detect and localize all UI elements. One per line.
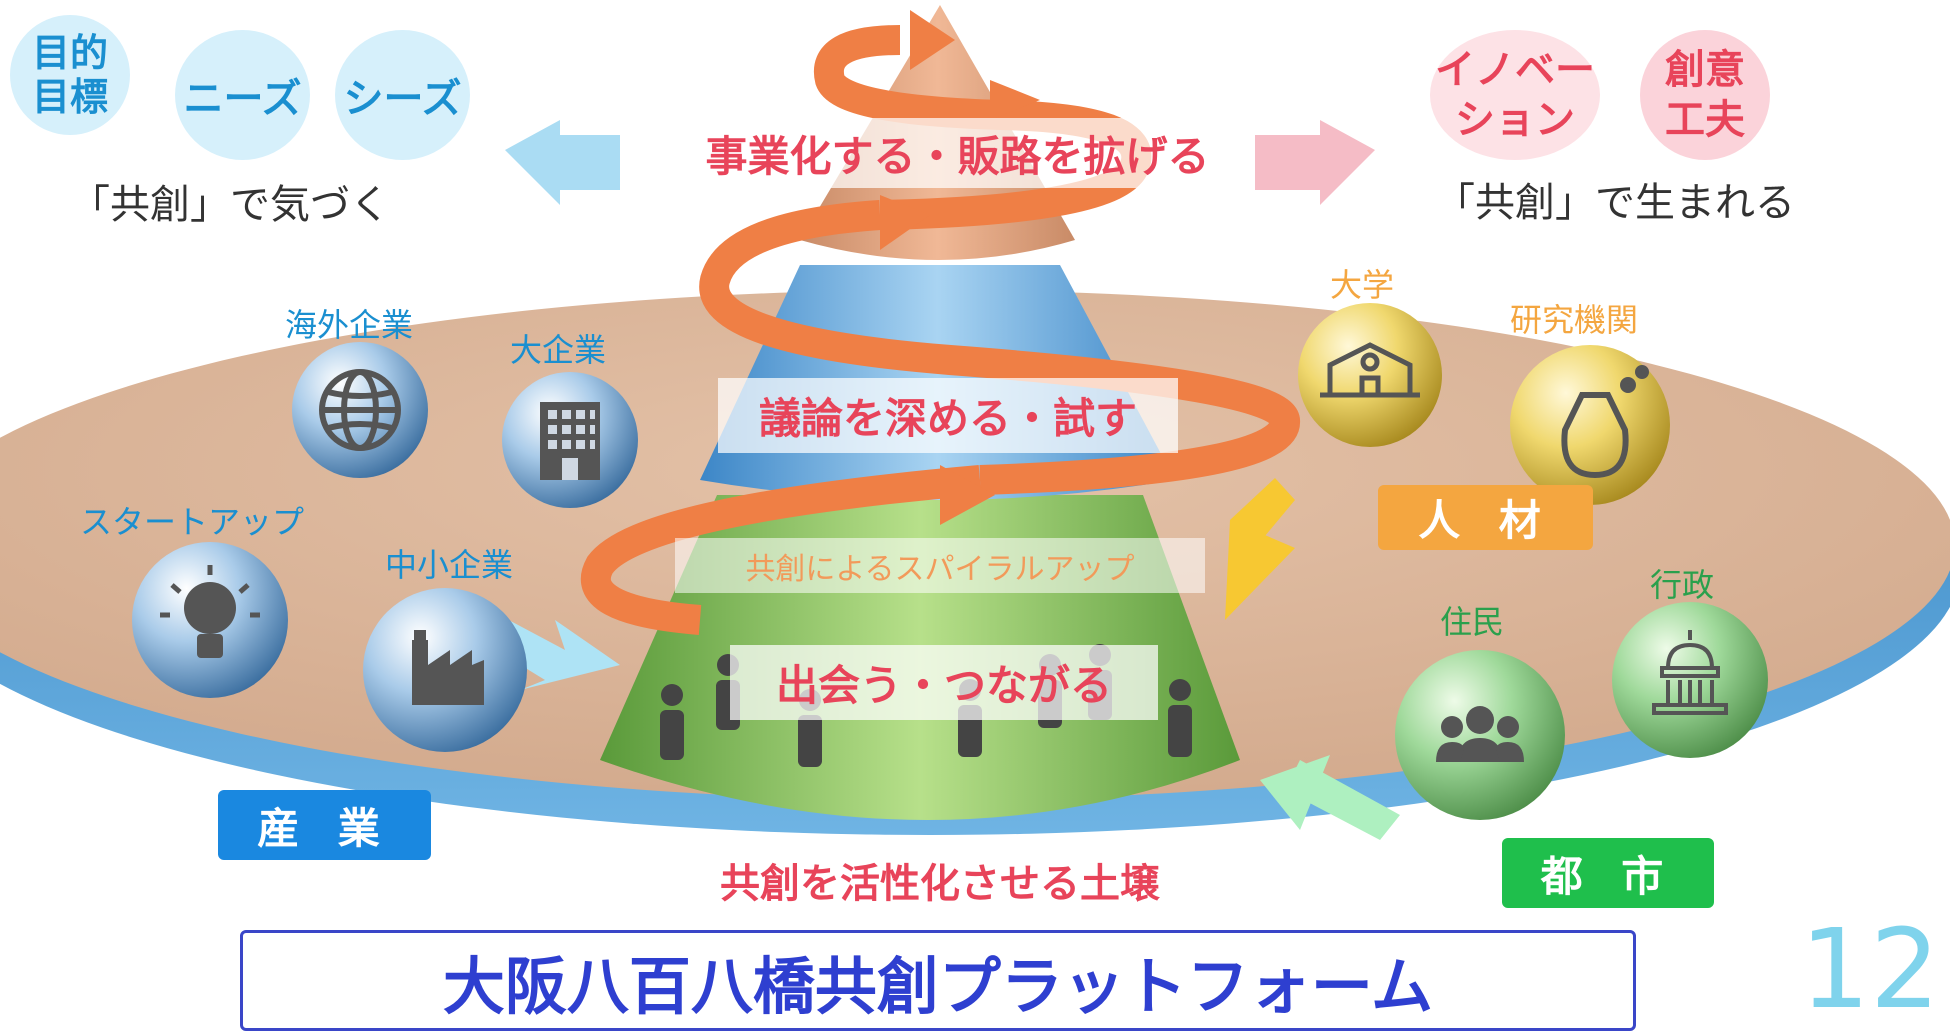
spiral-arrowheads: [880, 10, 1040, 525]
cone-label-bottom: 出会う・つながる: [730, 645, 1158, 720]
goal-bubble-line2: 目標: [31, 75, 108, 119]
label-research: 研究機関: [1510, 301, 1639, 339]
factory-icon: [412, 630, 484, 705]
soil-label: 共創を活性化させる土壌: [655, 845, 1225, 915]
right-arrow: [1255, 120, 1375, 205]
innovation-line1: イノベー: [1435, 47, 1595, 93]
seeds-label: シーズ: [343, 76, 462, 122]
innovation-bubble: イノベー ション: [1430, 30, 1600, 160]
left-arrow: [505, 120, 620, 205]
goal-bubble: 目的 目標: [10, 15, 130, 135]
spiral-arrows: [580, 25, 1300, 635]
talent-arrowhead: [1225, 520, 1295, 620]
building-icon: [540, 402, 600, 480]
label-university: 大学: [1330, 266, 1395, 304]
industry-category: 産 業: [218, 790, 431, 860]
page-number: 12: [1800, 905, 1940, 1033]
globe-icon: [319, 369, 401, 451]
ingenuity-bubble: 創意 工夫: [1640, 30, 1770, 160]
ingenuity-line2: 工夫: [1665, 97, 1745, 143]
talent-category: 人 材: [1378, 485, 1593, 550]
cone-label-top: 事業化する・販路を拡げる: [665, 118, 1250, 188]
label-sme: 中小企業: [385, 546, 514, 584]
city-category: 都 市: [1502, 838, 1714, 908]
right-caption: 「共創」で生まれる: [1435, 180, 1795, 226]
needs-bubble: ニーズ: [175, 30, 310, 160]
footer-title-box: 大阪八百八橋共創プラットフォーム: [240, 930, 1636, 1031]
innovation-line2: ション: [1455, 97, 1575, 143]
cone-label-spiral: 共創によるスパイラルアップ: [675, 538, 1205, 593]
label-residents: 住民: [1440, 603, 1505, 641]
footer-title: 大阪八百八橋共創プラットフォーム: [442, 949, 1434, 1023]
seeds-bubble: シーズ: [335, 30, 470, 160]
needs-label: ニーズ: [183, 76, 302, 122]
flask-icon: [1561, 365, 1649, 479]
lightbulb-icon: [160, 565, 260, 658]
city-arrowhead: [1260, 755, 1330, 830]
label-overseas: 海外企業: [285, 306, 414, 344]
left-caption: 「共創」で気づく: [70, 182, 390, 228]
capitol-icon: [1652, 630, 1728, 715]
school-icon: [1320, 342, 1420, 398]
sphere-residents: [1395, 650, 1565, 820]
goal-bubble-line1: 目的: [31, 31, 108, 75]
sphere-university: [1298, 303, 1442, 447]
label-large: 大企業: [510, 331, 607, 369]
label-startup: スタートアップ: [80, 503, 305, 541]
label-government: 行政: [1650, 566, 1715, 604]
cone-label-middle: 議論を深める・試す: [718, 378, 1178, 453]
ingenuity-line1: 創意: [1665, 47, 1745, 93]
people-icon: [1436, 706, 1524, 762]
